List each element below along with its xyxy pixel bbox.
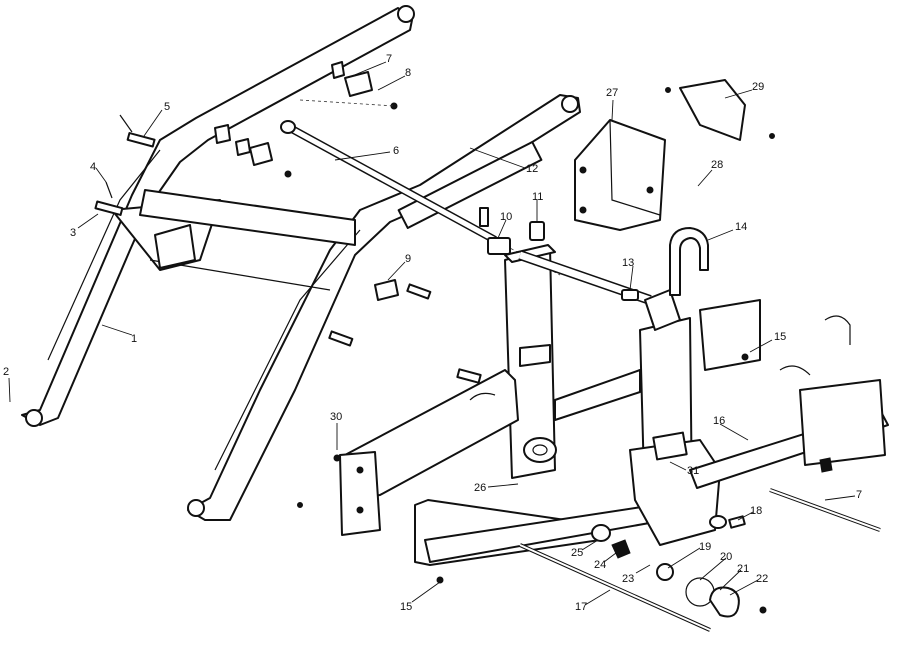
callout-30: 30 <box>330 411 342 423</box>
callout-21: 21 <box>737 563 749 575</box>
arm-cross-tube <box>139 189 356 291</box>
plate-29 <box>665 79 775 141</box>
parts-19-22 <box>656 563 767 618</box>
callout-25: 25 <box>571 547 583 559</box>
callout-24: 24 <box>594 559 606 571</box>
callout-15a: 15 <box>774 331 786 343</box>
bracket-7-8 <box>214 61 398 178</box>
bracket-27 <box>574 119 666 231</box>
callout-22: 22 <box>756 573 768 585</box>
callout-28: 28 <box>711 159 723 171</box>
bolt-18 <box>709 515 746 529</box>
callout-3: 3 <box>70 227 76 239</box>
pins-3-4-5 <box>94 114 156 216</box>
callout-6: 6 <box>393 145 399 157</box>
small-parts <box>328 207 639 384</box>
callout-8: 8 <box>405 67 411 79</box>
hook-14 <box>669 227 709 296</box>
callout-31: 31 <box>687 465 699 477</box>
callout-7b: 7 <box>856 489 862 501</box>
callout-26: 26 <box>474 482 486 494</box>
callout-11: 11 <box>532 191 543 203</box>
callout-13: 13 <box>622 257 634 269</box>
callout-1: 1 <box>131 333 137 345</box>
callout-16: 16 <box>713 415 725 427</box>
callout-18: 18 <box>750 505 762 517</box>
callout-14: 14 <box>735 221 747 233</box>
shaft-6 <box>280 120 561 276</box>
callout-4: 4 <box>90 161 96 173</box>
callout-29: 29 <box>752 81 764 93</box>
callout-10: 10 <box>500 211 512 223</box>
callout-27: 27 <box>606 87 618 99</box>
callout-17: 17 <box>575 601 587 613</box>
right-bracket <box>699 299 886 473</box>
callout-15b: 15 <box>400 601 412 613</box>
lower-arm <box>414 431 721 566</box>
side-arm-30 <box>333 369 519 536</box>
callout-2: 2 <box>3 366 9 378</box>
leader-lines <box>8 61 856 606</box>
callout-7a: 7 <box>386 53 392 65</box>
nuts-15 <box>297 353 749 584</box>
callout-12: 12 <box>526 163 538 175</box>
callout-20: 20 <box>720 551 732 563</box>
callout-5: 5 <box>164 101 170 113</box>
threaded-rods <box>519 488 881 632</box>
callout-23: 23 <box>622 573 634 585</box>
callout-9: 9 <box>405 253 411 265</box>
callouts: 1 2 3 4 5 6 7 8 9 10 11 12 13 14 15 16 7… <box>3 53 862 613</box>
callout-19: 19 <box>699 541 711 553</box>
